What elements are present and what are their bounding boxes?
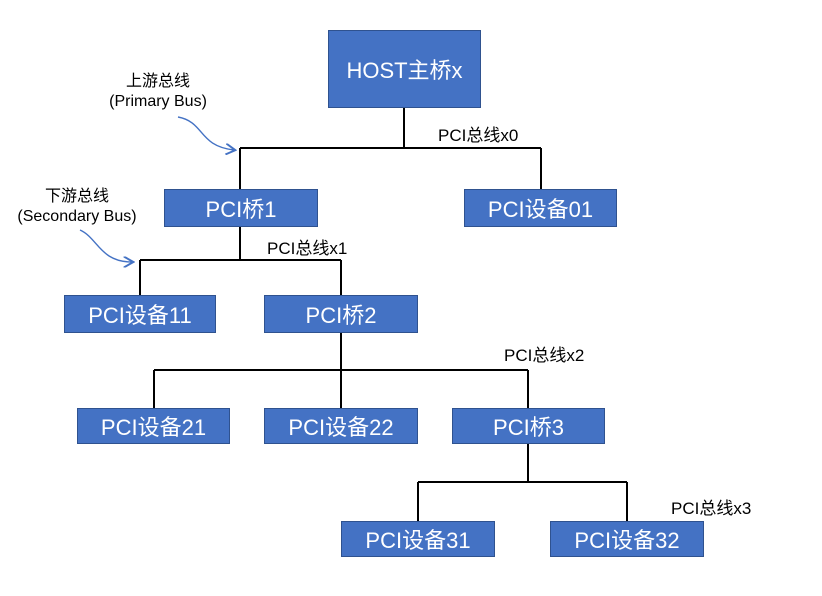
secondary-bus-cn: 下游总线 [44,188,109,205]
pci-device21-node: PCI设备21 [77,408,230,444]
pci-device01-node: PCI设备01 [464,189,617,227]
primary-bus-annotation: 上游总线 (Primary Bus) [97,72,219,112]
primary-bus-cn: 上游总线 [125,73,190,90]
pci-device31-label: PCI设备31 [365,528,471,553]
bus-x0-label: PCI总线x0 [438,126,519,145]
pci-bridge1-label: PCI桥1 [205,197,277,222]
pci-bridge1-node: PCI桥1 [164,189,318,227]
pci-device01-label: PCI设备01 [487,197,594,222]
secondary-bus-arrow [79,229,132,262]
pci-device22-node: PCI设备22 [264,408,418,444]
pci-device11-label: PCI设备11 [88,303,192,328]
bus-x2-label: PCI总线x2 [504,346,585,365]
primary-bus-en: (Primary Bus) [109,93,207,110]
pci-bridge2-label: PCI桥2 [305,303,377,328]
pci-bridge2-node: PCI桥2 [264,295,418,333]
secondary-bus-en: (Secondary Bus) [17,208,137,225]
pci-device32-node: PCI设备32 [550,521,704,557]
primary-bus-arrow [177,116,234,150]
pci-bridge3-node: PCI桥3 [452,408,605,444]
pci-device21-label: PCI设备21 [100,415,207,440]
bus-x1-label: PCI总线x1 [267,239,348,258]
pci-device11-node: PCI设备11 [64,295,216,333]
pci-bridge3-label: PCI桥3 [493,415,564,440]
host-bridge-node: HOST主桥x [328,30,481,108]
pci-device31-node: PCI设备31 [341,521,495,557]
pci-device22-label: PCI设备22 [288,415,394,440]
pci-device32-label: PCI设备32 [574,528,680,553]
host-bridge-label: HOST主桥x [346,58,463,83]
bus-x3-label: PCI总线x3 [671,499,752,518]
secondary-bus-annotation: 下游总线 (Secondary Bus) [2,187,152,227]
